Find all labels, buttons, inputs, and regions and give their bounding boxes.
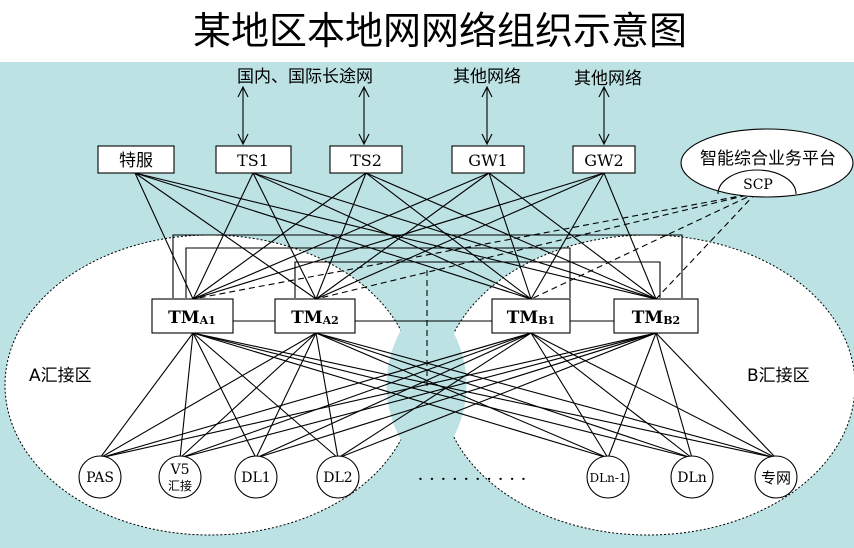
box-ts1-label: TS1	[237, 151, 269, 170]
tandem-a1-sub: A1	[199, 314, 216, 327]
tandem-b1-sub: B1	[538, 314, 555, 327]
node-dl2[interactable]: DL2	[316, 455, 360, 499]
node-private-network-label: 专网	[761, 469, 791, 487]
node-dl1-label: DL1	[241, 470, 270, 486]
node-pas-label: PAS	[86, 470, 114, 486]
lower-mesh-lines	[99, 332, 777, 459]
tandem-a2-sub: A2	[322, 314, 339, 327]
node-dln-1-label: DLn-1	[589, 471, 626, 485]
zone-a-label: A汇接区	[29, 366, 92, 386]
tandem-b2-main: TM	[632, 308, 664, 328]
node-v5-label-1: V5	[169, 462, 189, 478]
tandem-a2-main: TM	[291, 308, 323, 328]
box-ts1[interactable]: TS1	[215, 145, 292, 174]
node-dln-label: DLn	[677, 470, 707, 486]
box-ts2[interactable]: TS2	[329, 145, 403, 174]
box-gw2-label: GW2	[584, 151, 623, 170]
upper-mesh-lines	[134, 172, 657, 300]
box-ts2-label: TS2	[350, 151, 382, 170]
tandem-a1-main: TM	[168, 308, 200, 328]
node-ellipsis: · · · · · · · · · ·	[418, 469, 527, 490]
tandem-b1-main: TM	[507, 308, 539, 328]
node-dl1[interactable]: DL1	[234, 455, 278, 499]
label-other-network-1: 其他网络	[453, 67, 521, 87]
node-dln-1[interactable]: DLn-1	[586, 455, 630, 499]
node-v5-label-2: 汇接	[168, 478, 192, 493]
scp-dashed-links	[192, 192, 757, 388]
platform-scp[interactable]: 智能综合业务平台 SCP	[680, 128, 854, 198]
node-v5[interactable]: V5 汇接	[158, 455, 202, 499]
zone-b-label: B汇接区	[747, 366, 810, 386]
box-gw1[interactable]: GW1	[451, 145, 525, 174]
svg-text:TMB2: TMB2	[632, 308, 680, 328]
platform-name-label: 智能综合业务平台	[700, 149, 836, 169]
box-gw2[interactable]: GW2	[572, 145, 636, 174]
tandem-b2-sub: B2	[663, 314, 680, 327]
tandem-b2[interactable]: TMB2	[613, 298, 699, 334]
tandem-a2[interactable]: TMA2	[274, 298, 356, 334]
node-pas[interactable]: PAS	[78, 455, 122, 499]
svg-text:TMA2: TMA2	[291, 308, 339, 328]
node-dl2-label: DL2	[323, 470, 352, 486]
tandem-a1[interactable]: TMA1	[151, 298, 234, 334]
box-gw1-label: GW1	[468, 151, 507, 170]
platform-code-label: SCP	[743, 177, 773, 193]
box-special-service[interactable]: 特服	[97, 145, 175, 174]
node-dln[interactable]: DLn	[670, 455, 714, 499]
tandem-trunk-lines	[172, 234, 683, 322]
label-long-distance-network: 国内、国际长途网	[237, 67, 373, 87]
node-private-network[interactable]: 专网	[754, 455, 798, 499]
svg-text:TMB1: TMB1	[507, 308, 555, 328]
external-arrows	[237, 85, 610, 146]
box-special-service-label: 特服	[119, 151, 153, 171]
tandem-b1[interactable]: TMB1	[491, 298, 571, 334]
svg-text:TMA1: TMA1	[168, 308, 216, 328]
label-other-network-2: 其他网络	[574, 69, 642, 89]
page-title: 某地区本地网网络组织示意图	[193, 9, 687, 53]
